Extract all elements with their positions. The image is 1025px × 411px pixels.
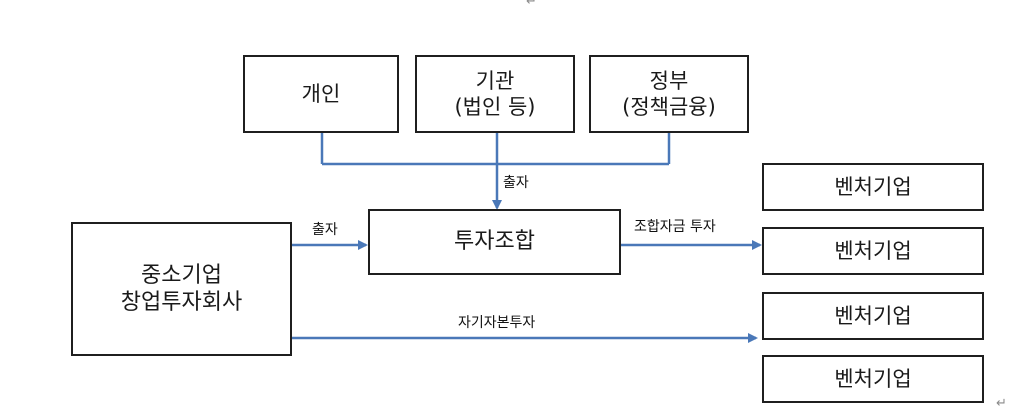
investor-box-individual: 개인 xyxy=(243,55,399,133)
venture-label: 벤처기업 xyxy=(834,303,912,328)
investor-individual-label: 개인 xyxy=(301,81,341,106)
paragraph-mark-top: ↵ xyxy=(526,0,537,9)
company-label-line1: 중소기업 xyxy=(141,262,222,288)
investor-institution-sublabel: (법인 등) xyxy=(454,95,536,119)
investor-government-label: 정부 xyxy=(649,68,689,93)
venture-label: 벤처기업 xyxy=(834,174,912,199)
company-label-line2: 창업투자회사 xyxy=(120,290,243,315)
company-box: 중소기업 창업투자회사 xyxy=(71,222,292,356)
venture-box-3: 벤처기업 xyxy=(762,292,984,340)
venture-label: 벤처기업 xyxy=(834,366,912,391)
venture-box-2: 벤처기업 xyxy=(762,227,984,275)
fund-box: 투자조합 xyxy=(368,209,621,275)
investor-government-sublabel: (정책금융) xyxy=(622,95,716,119)
venture-box-1: 벤처기업 xyxy=(762,163,984,211)
edge-label-fund-to-ventures: 조합자금 투자 xyxy=(634,219,716,235)
edge-label-company-to-fund: 출자 xyxy=(312,222,338,238)
edge-label-investors-to-fund: 출자 xyxy=(503,175,529,191)
venture-box-4: 벤처기업 xyxy=(762,355,984,403)
fund-label: 투자조합 xyxy=(454,229,535,255)
venture-label: 벤처기업 xyxy=(834,238,912,263)
investor-box-institution: 기관 (법인 등) xyxy=(415,55,575,133)
edge-label-company-to-ventures: 자기자본투자 xyxy=(458,315,536,331)
investor-institution-label: 기관 xyxy=(475,68,515,93)
investor-box-government: 정부 (정책금융) xyxy=(589,55,749,133)
paragraph-mark-bottom: ↵ xyxy=(996,396,1007,411)
